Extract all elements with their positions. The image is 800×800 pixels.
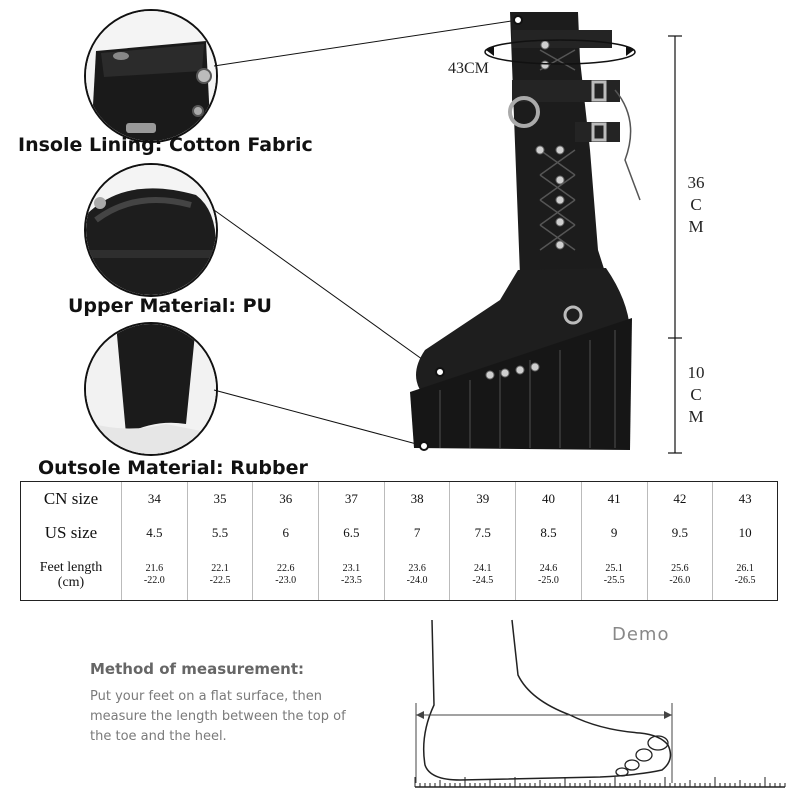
- platform-height-unit-m: M: [688, 407, 704, 426]
- feet-length-cell: 24.6-25.0: [515, 549, 582, 600]
- us-size-header: US size: [44, 522, 98, 542]
- platform-height-value: 10: [687, 363, 705, 382]
- measurement-line: Put your feet on a flat surface, then: [90, 689, 322, 704]
- feet-length-cell: 23.1-23.5: [318, 549, 385, 600]
- shaft-height-label: 36 C M: [684, 172, 708, 238]
- us-size-cell: 7.5: [449, 515, 516, 550]
- cn-size-cell: 38: [383, 482, 450, 516]
- feet-length-header: Feet length(cm): [21, 549, 122, 600]
- feet-length-cell: 23.6-24.0: [383, 549, 450, 600]
- feet-length-header-line2: (cm): [57, 574, 85, 590]
- feet-length-max: -24.0: [406, 574, 428, 586]
- demo-label: Demo: [612, 624, 670, 645]
- feet-length-header-line1: Feet length: [39, 559, 103, 575]
- feet-length-max: -25.5: [603, 574, 625, 586]
- feet-length-max: -25.0: [538, 574, 559, 586]
- feet-length-min: 26.1: [736, 562, 754, 574]
- feet-length-max: -26.0: [669, 574, 691, 586]
- shaft-height-unit-c: C: [690, 195, 702, 214]
- us-size-cell: 6: [252, 515, 319, 550]
- feet-length-max: -22.5: [209, 574, 231, 586]
- feet-length-min: 22.1: [211, 562, 229, 574]
- cn-size-cell: 43: [712, 482, 777, 516]
- feet-length-min: 21.6: [145, 562, 164, 574]
- feet-length-max: -22.0: [143, 574, 165, 586]
- feet-length-min: 23.1: [342, 562, 361, 574]
- us-size-cell: 5.5: [186, 515, 253, 550]
- measurement-line: the toe and the heel.: [90, 729, 227, 744]
- platform-height-unit-c: C: [690, 385, 702, 404]
- feet-length-cell: 25.6-26.0: [646, 549, 713, 600]
- measurement-title: Method of measurement:: [90, 660, 305, 678]
- us-size-row: US size 4.5 5.5 6 6.5 7 7.5 8.5 9 9.5 10: [21, 515, 777, 550]
- size-chart: CN size 34 35 36 37 38 39 40 41 42 43 US…: [20, 481, 778, 601]
- us-size-cell: 10: [712, 515, 777, 550]
- circumference-label: 43CM: [448, 60, 489, 77]
- us-size-cell: 6.5: [318, 515, 385, 550]
- outsole-detail-image: [84, 322, 218, 456]
- us-size-cell: 8.5: [515, 515, 582, 550]
- us-size-cell: 7: [383, 515, 450, 550]
- feet-length-max: -23.0: [275, 574, 297, 586]
- cn-size-cell: 40: [515, 482, 582, 516]
- feet-length-cell: 22.1-22.5: [186, 549, 253, 600]
- insole-lining-label: Insole Lining: Cotton Fabric: [18, 134, 313, 156]
- shaft-height-value: 36: [687, 173, 705, 192]
- feet-length-row: Feet length(cm) 21.6-22.0 22.1-22.5 22.6…: [21, 549, 777, 600]
- feet-length-cell: 22.6-23.0: [252, 549, 319, 600]
- boot-illustration: [213, 12, 682, 454]
- cn-size-cell: 35: [186, 482, 253, 516]
- measurement-instructions: Put your feet on a flat surface, then me…: [90, 687, 390, 747]
- cn-size-cell: 42: [646, 482, 713, 516]
- upper-detail-image: [84, 163, 218, 297]
- feet-length-max: -24.5: [472, 574, 494, 586]
- feet-length-cell: 21.6-22.0: [121, 549, 188, 600]
- insole-detail-image: [84, 9, 218, 143]
- feet-length-cell: 25.1-25.5: [580, 549, 647, 600]
- upper-material-label: Upper Material: PU: [68, 295, 272, 317]
- us-size-cell: 9.5: [646, 515, 713, 550]
- feet-length-min: 25.1: [605, 562, 623, 574]
- feet-length-min: 22.6: [276, 562, 295, 574]
- feet-length-min: 25.6: [671, 562, 689, 574]
- platform-height-label: 10 C M: [684, 362, 708, 428]
- measurement-line: measure the length between the top of: [90, 709, 346, 724]
- feet-length-min: 24.6: [539, 562, 558, 574]
- feet-length-cell: 24.1-24.5: [449, 549, 516, 600]
- cn-size-header: CN size: [43, 488, 99, 508]
- cn-size-cell: 41: [580, 482, 647, 516]
- cn-size-cell: 39: [449, 482, 516, 516]
- cn-size-cell: 36: [252, 482, 319, 516]
- feet-length-max: -26.5: [734, 574, 756, 586]
- shaft-height-unit-m: M: [688, 217, 704, 236]
- us-size-cell: 9: [580, 515, 647, 550]
- feet-length-max: -23.5: [340, 574, 362, 586]
- feet-length-cell: 26.1-26.5: [712, 549, 777, 600]
- cn-size-row: CN size 34 35 36 37 38 39 40 41 42 43: [21, 482, 777, 516]
- feet-length-min: 24.1: [474, 562, 492, 574]
- cn-size-cell: 37: [318, 482, 385, 516]
- cn-size-cell: 34: [121, 482, 188, 516]
- outsole-material-label: Outsole Material: Rubber: [38, 457, 308, 479]
- foot-measurement-diagram: [414, 619, 786, 788]
- feet-length-min: 23.6: [408, 562, 426, 574]
- us-size-cell: 4.5: [121, 515, 188, 550]
